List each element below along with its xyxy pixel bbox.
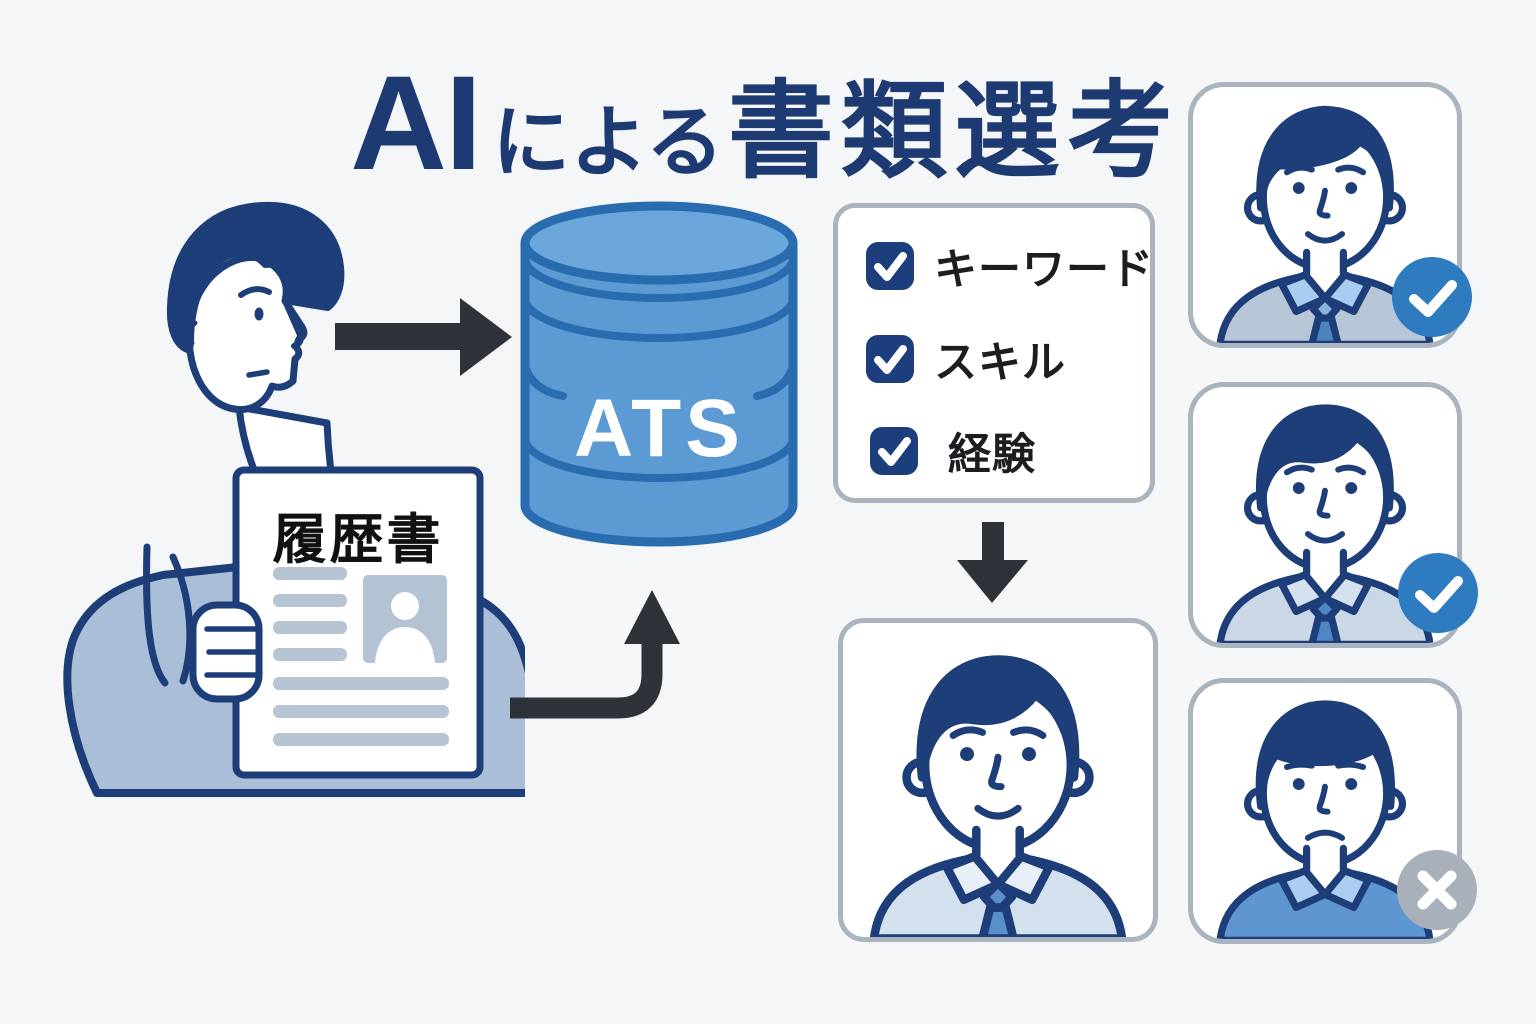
criteria-label: スキル [934, 339, 1066, 387]
checked-checkbox-icon [870, 427, 918, 475]
resume-text-lines [273, 567, 449, 746]
criteria-label: キーワード [934, 246, 1154, 294]
hand [189, 601, 263, 703]
selected-candidate-card [838, 618, 1158, 942]
criteria-label: 経験 [948, 431, 1036, 479]
pass-check-badge-icon [1392, 257, 1472, 337]
reject-x-badge-icon [1397, 850, 1477, 930]
ats-label-text: ATS [574, 383, 744, 474]
criteria-row-experience: 経験 [868, 424, 1036, 479]
title-ai: AI [350, 48, 482, 198]
title-subject: 書類選考 [727, 73, 1180, 191]
arrow-down-icon [957, 522, 1028, 603]
resume-document: 履歴書 [232, 466, 484, 779]
arrow-right-icon [335, 298, 512, 376]
applicant-illustration: 履歴書 [63, 201, 525, 797]
candidate-portrait [1216, 700, 1434, 939]
page-title: AI による 書類選考 [340, 48, 1190, 198]
hair [166, 201, 345, 354]
nose [283, 300, 304, 349]
resume-title-text: 履歴書 [273, 510, 444, 570]
checked-checkbox-icon [866, 335, 914, 383]
criteria-row-keyword: キーワード [864, 239, 1154, 294]
arrow-curve-up-icon [510, 590, 680, 719]
screening-criteria-panel: キーワード スキル 経験 [833, 203, 1155, 503]
eye [254, 307, 264, 321]
criteria-row-skill: スキル [864, 332, 1066, 387]
sleeve-cuff [169, 553, 194, 685]
candidate-card-3 [1188, 678, 1462, 944]
candidate-portrait [1216, 404, 1434, 643]
title-connector: による [492, 98, 724, 186]
ats-database: ATS [520, 201, 798, 547]
checked-checkbox-icon [866, 242, 914, 290]
sleeve-seam [143, 543, 169, 687]
pass-check-badge-icon [1398, 553, 1478, 633]
resume-photo-placeholder [363, 575, 447, 663]
candidate-portrait [869, 655, 1127, 937]
eyebrow [238, 286, 272, 298]
ear [186, 320, 198, 346]
mouth [246, 369, 270, 378]
